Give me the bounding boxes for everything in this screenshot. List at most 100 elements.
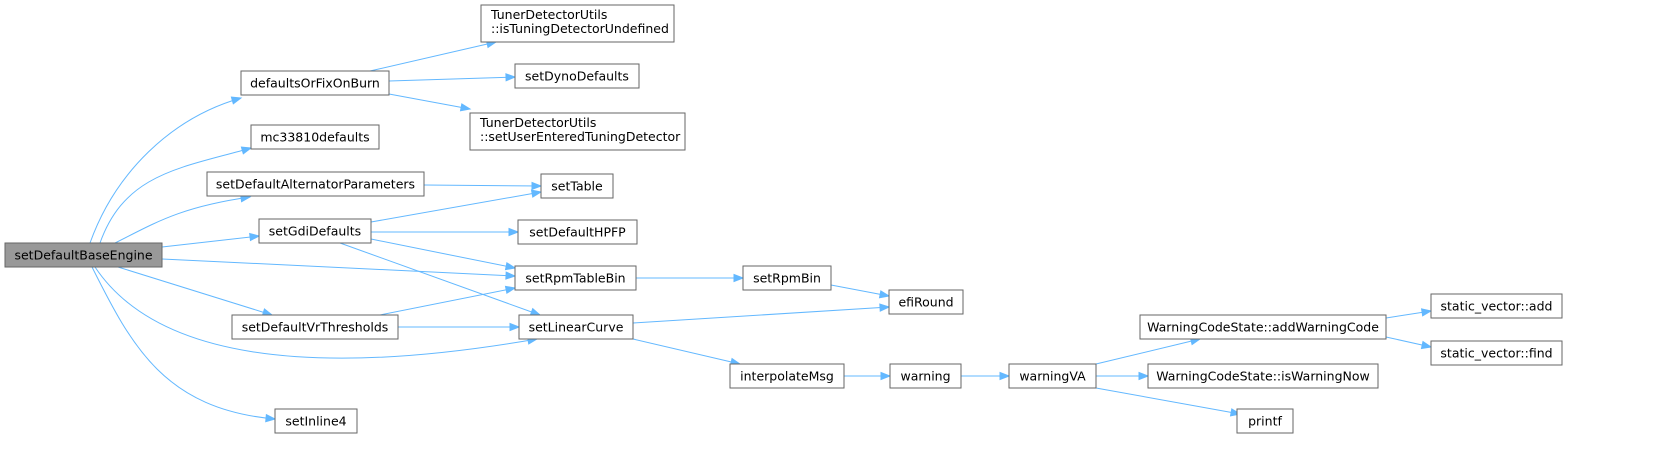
node-setTable[interactable]: setTable [540,173,614,199]
node-warningVA[interactable]: warningVA [1008,363,1097,389]
arrowhead [240,146,253,155]
edge-setDefaultBaseEngine-to-defaultsOrFixOnBurn [89,96,243,244]
node-label: WarningCodeState::isWarningNow [1156,369,1370,384]
node-label: TunerDetectorUtils [490,7,607,22]
node-setDefaultAlternatorParameters[interactable]: setDefaultAlternatorParameters [206,171,425,197]
node-warning[interactable]: warning [889,363,962,389]
node-box[interactable] [888,289,964,315]
node-setRpmTableBin[interactable]: setRpmTableBin [514,265,637,291]
node-printf[interactable]: printf [1236,408,1294,434]
edge-setGdiDefaults-to-setRpmTableBin [370,238,517,271]
node-label: setGdiDefaults [269,224,361,239]
node-staticVectorAdd[interactable]: static_vector::add [1430,293,1563,319]
arrowhead [1138,371,1150,381]
node-box[interactable] [258,218,372,244]
node-box[interactable] [889,363,962,389]
node-box[interactable] [206,171,425,197]
edge-line [370,191,542,223]
edge-line [632,306,890,324]
node-box[interactable] [1139,314,1387,340]
edge-line [1095,338,1201,365]
edge-line [339,242,541,316]
node-box[interactable] [240,70,390,96]
node-mc33810defaults[interactable]: mc33810defaults [250,124,380,150]
edge-addWarningCode-to-staticVectorAdd [1385,308,1433,319]
node-setDefaultHPFP[interactable]: setDefaultHPFP [517,219,638,245]
edge-setDefaultBaseEngine-to-mc33810defaults [99,146,253,244]
arrowhead [529,307,542,316]
node-setDefaultBaseEngine[interactable]: setDefaultBaseEngine [4,242,163,268]
node-label: setDefaultAlternatorParameters [216,177,415,192]
node-setUserEnteredTuningDetector[interactable]: TunerDetectorUtils::setUserEnteredTuning… [469,112,686,151]
edge-line [388,76,516,82]
node-label: setLinearCurve [529,320,624,335]
edge-line [379,287,516,316]
arrowhead [509,322,521,332]
node-setLinearCurve[interactable]: setLinearCurve [518,314,634,340]
edge-line [632,338,741,365]
node-isTuningDetectorUndefined[interactable]: TunerDetectorUtils::isTuningDetectorUnde… [480,4,675,43]
node-label: setTable [551,179,603,194]
edge-defaultsOrFixOnBurn-to-isTuningDetectorUndefined [369,40,498,72]
node-box[interactable] [729,363,845,389]
edge-line [94,266,538,359]
node-label: static_vector::add [1441,299,1553,314]
edge-line [161,258,516,277]
node-label: TunerDetectorUtils [479,115,596,130]
node-addWarningCode[interactable]: WarningCodeState::addWarningCode [1139,314,1387,340]
edge-line [370,238,516,269]
arrowhead [999,371,1011,381]
node-box[interactable] [4,242,163,268]
node-box[interactable] [518,314,634,340]
node-setDefaultVrThresholds[interactable]: setDefaultVrThresholds [231,314,399,340]
node-staticVectorFind[interactable]: static_vector::find [1430,340,1563,366]
node-box[interactable] [742,265,832,291]
edge-setDefaultVrThresholds-to-setRpmTableBin [379,285,517,316]
edge-warningVA-to-printf [1095,387,1242,417]
node-label: static_vector::find [1440,346,1552,361]
arrowhead [265,413,277,423]
edge-warningVA-to-addWarningCode [1095,337,1202,365]
arrowhead [504,285,517,295]
node-setRpmBin[interactable]: setRpmBin [742,265,832,291]
edge-addWarningCode-to-staticVectorFind [1385,336,1433,350]
node-efiRound[interactable]: efiRound [888,289,964,315]
edge-setDefaultAlternatorParameters-to-setTable [423,181,543,191]
node-defaultsOrFixOnBurn[interactable]: defaultsOrFixOnBurn [240,70,390,96]
arrowhead [230,96,243,105]
node-setGdiDefaults[interactable]: setGdiDefaults [258,218,372,244]
edge-setGdiDefaults-to-setDefaultHPFP [371,227,520,237]
arrowhead [1420,308,1433,317]
node-setInline4[interactable]: setInline4 [274,408,358,434]
node-box[interactable] [540,173,614,199]
edge-setDefaultBaseEngine-to-setDefaultVrThresholds [117,266,274,317]
node-box[interactable] [1008,363,1097,389]
node-box[interactable] [514,63,640,89]
node-label: setInline4 [285,414,346,429]
node-box[interactable] [514,265,637,291]
edge-setLinearCurve-to-efiRound [632,303,891,324]
node-label: interpolateMsg [740,369,834,384]
node-label: efiRound [898,295,953,310]
node-box[interactable] [469,112,686,151]
node-isWarningNow[interactable]: WarningCodeState::isWarningNow [1147,363,1379,389]
node-box[interactable] [1236,408,1294,434]
node-interpolateMsg[interactable]: interpolateMsg [729,363,845,389]
node-label: printf [1248,414,1282,429]
node-setDynoDefaults[interactable]: setDynoDefaults [514,63,640,89]
node-box[interactable] [1147,363,1379,389]
node-box[interactable] [231,314,399,340]
node-box[interactable] [480,4,675,43]
arrowhead [1420,340,1433,350]
node-box[interactable] [1430,293,1563,319]
edge-line [830,284,890,297]
node-box[interactable] [274,408,358,434]
node-box[interactable] [1430,340,1563,366]
node-box[interactable] [250,124,380,150]
node-label: setRpmBin [753,271,821,286]
edge-line [423,184,542,187]
edge-interpolateMsg-to-warning [844,371,892,381]
node-box[interactable] [517,219,638,245]
arrowhead [733,273,745,283]
